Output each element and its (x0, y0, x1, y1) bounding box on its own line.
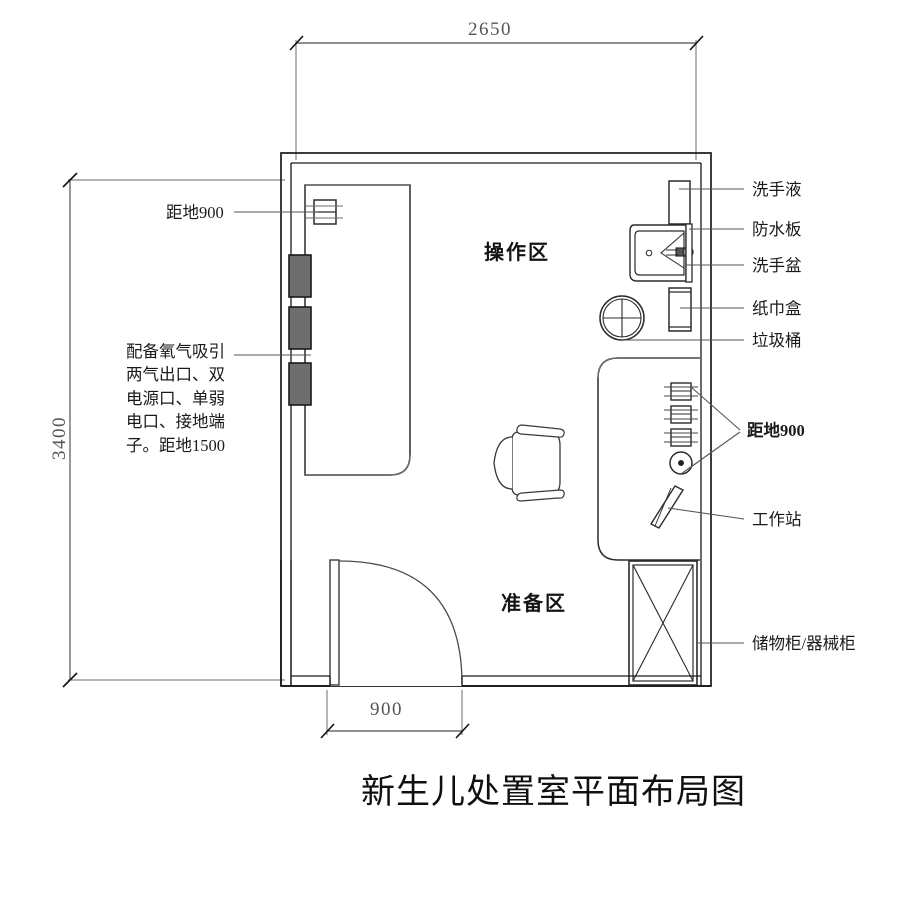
waterproof-board (685, 223, 693, 283)
dimension-door (320, 690, 470, 739)
annotation-workstation: 工作站 (752, 510, 802, 529)
annotation-left-gas-power: 配备氧气吸引 两气出口、双 电源口、单弱 电口、接地端 子。距地1500 (126, 342, 225, 455)
wall-round-fixture (669, 451, 693, 475)
dimension-left-label: 3400 (49, 416, 70, 460)
trash-can (599, 295, 645, 341)
dimension-door-label: 900 (370, 699, 403, 720)
leader-lines-right (622, 188, 745, 644)
dimension-left (62, 172, 285, 688)
left-wall-outlet-box (305, 199, 343, 225)
office-chair (493, 424, 565, 502)
workstation (649, 485, 685, 529)
zone-label-preparation: 准备区 (501, 593, 567, 615)
leader-lines-left (234, 211, 318, 356)
gas-power-outlet-panels (288, 254, 312, 406)
annotation-wash-basin: 洗手盆 (752, 256, 802, 275)
wash-basin (629, 224, 694, 282)
annotation-storage-cabinet: 储物柜/器械柜 (752, 634, 856, 653)
annotation-hand-soap: 洗手液 (752, 180, 802, 199)
dimension-top (289, 35, 704, 160)
annotation-trash-can: 垃圾桶 (752, 331, 802, 350)
annotation-tissue-box: 纸巾盒 (752, 299, 802, 318)
tissue-box (668, 287, 692, 332)
entry-door (280, 559, 711, 687)
dimension-top-label: 2650 (468, 19, 512, 40)
annotation-waterproof-board: 防水板 (752, 220, 802, 239)
zone-label-operation: 操作区 (484, 242, 550, 264)
annotation-right-height-900: 距地900 (747, 421, 805, 440)
annotation-left-height-900: 距地900 (166, 203, 224, 222)
left-counter (304, 184, 411, 476)
right-wall-outlet-boxes (664, 382, 698, 447)
soap-dispenser (668, 180, 691, 225)
storage-cabinet (628, 560, 698, 686)
drawing-title: 新生儿处置室平面布局图 (361, 774, 746, 811)
